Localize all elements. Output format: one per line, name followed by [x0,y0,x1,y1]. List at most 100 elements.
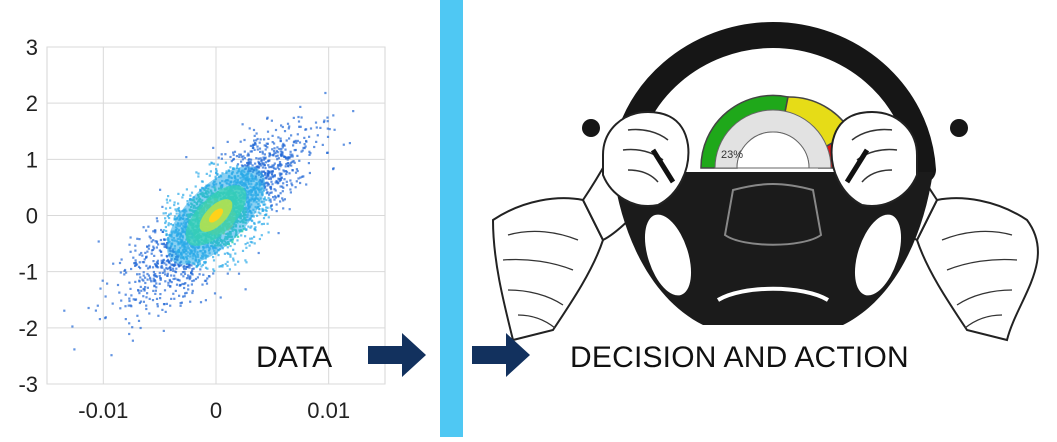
density-point [183,265,186,268]
density-point [164,221,167,225]
density-point [281,197,284,200]
density-point [216,172,219,176]
density-point [110,354,113,357]
density-point [251,237,254,240]
density-point [155,263,158,266]
density-point [152,273,156,276]
density-point [332,167,335,170]
density-point [229,255,232,258]
density-point [165,243,168,246]
density-point [262,198,265,201]
density-point [227,169,230,172]
density-point [272,196,275,199]
density-point [160,266,163,269]
density-point [200,180,204,183]
density-point [232,157,235,161]
density-point [195,264,198,267]
density-point [261,150,264,153]
density-point [213,269,216,273]
density-point [263,153,266,156]
density-point [282,144,285,147]
density-point [286,122,290,125]
density-point [128,281,131,284]
density-point [195,265,198,269]
density-point [278,179,281,183]
density-point [161,230,164,233]
density-point [352,110,355,113]
density-point [160,265,163,268]
density-point [153,275,156,278]
density-point [328,128,331,131]
density-point [294,148,297,152]
density-point [215,169,218,172]
density-point [238,155,241,158]
density-point [191,289,194,292]
density-point [296,139,299,142]
density-point [251,241,254,244]
density-point [275,155,278,158]
density-point [262,217,266,220]
density-point [187,274,190,277]
density-point [232,257,235,260]
density-point [136,314,139,317]
density-point [285,156,288,159]
density-point [285,184,289,187]
density-point [163,270,166,273]
density-point [257,251,260,255]
density-point [265,206,268,209]
density-point [288,172,291,175]
right-hand-icon [830,110,968,207]
density-point [270,170,274,173]
density-point [280,124,283,127]
density-point [249,150,252,153]
density-point [266,222,269,225]
density-point [151,248,155,251]
wheel-hub-icon [613,172,933,325]
y-tick-label: -3 [18,372,38,397]
density-point [146,250,149,253]
density-point [299,181,302,185]
density-point [169,206,172,209]
density-point [287,165,290,168]
density-point [272,164,275,167]
density-point [273,142,276,145]
density-point [245,165,248,168]
density-point [261,161,264,164]
density-point [303,143,306,146]
density-point [260,223,263,226]
density-point [273,147,276,150]
density-point [145,255,148,258]
density-point [247,225,250,228]
density-point [227,243,230,246]
density-point [266,184,269,187]
density-point [287,127,290,130]
density-point [262,162,265,165]
density-point [273,167,276,170]
density-point [313,145,316,149]
density-point [176,208,179,211]
density-point [274,151,277,154]
density-point [165,254,168,258]
density-point [133,262,136,265]
density-point [116,283,120,287]
density-point [274,189,277,192]
density-point [296,169,299,173]
density-point [166,238,169,241]
density-point [145,229,148,232]
density-point [265,188,268,191]
density-point [197,264,200,267]
density-point [290,164,293,167]
density-point [333,128,336,131]
density-point [161,271,164,274]
density-point [220,157,223,160]
density-point [249,226,252,229]
density-point [166,274,169,277]
density-point [154,229,157,232]
density-point [152,247,156,250]
density-point [155,246,158,249]
density-point [282,142,285,145]
density-point [149,276,152,279]
density-point [165,229,168,233]
density-point [198,273,201,276]
density-point [254,226,257,229]
